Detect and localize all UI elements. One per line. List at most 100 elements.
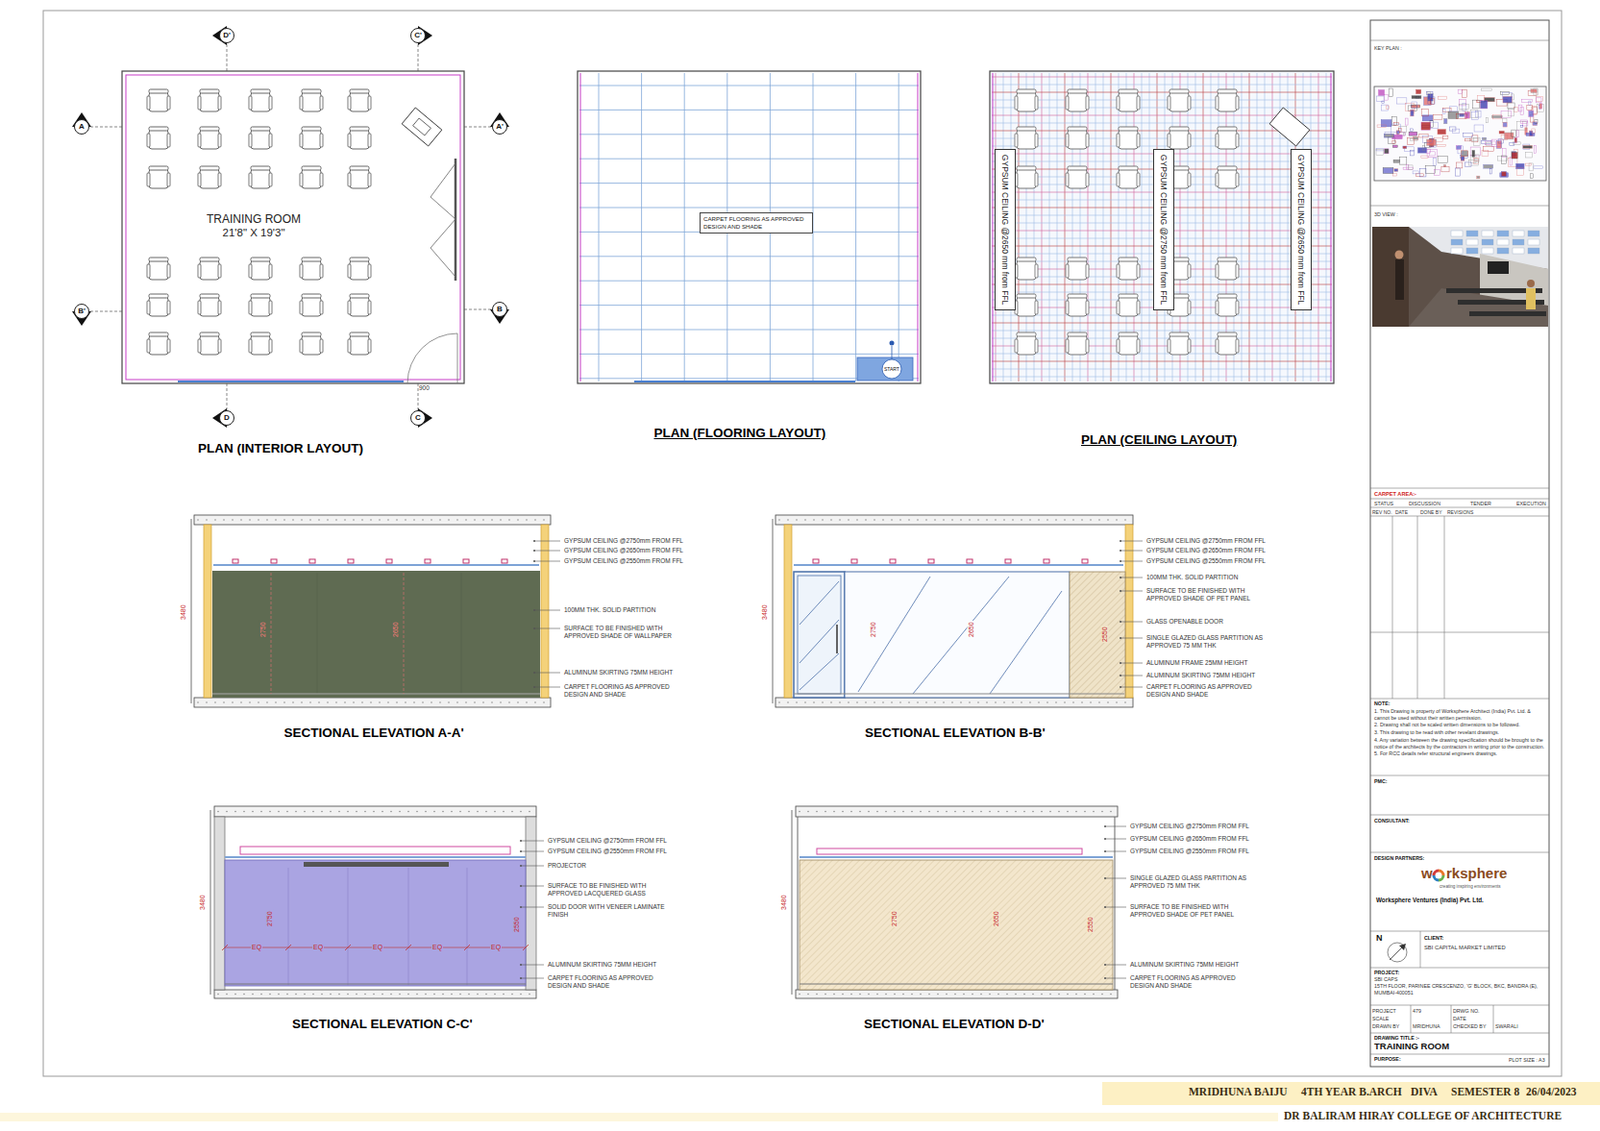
slab-hatch — [361, 701, 363, 703]
chair-back — [349, 126, 370, 131]
section-line — [464, 309, 492, 311]
slab-hatch — [205, 518, 207, 520]
title-block-text: 479 — [1412, 1008, 1422, 1014]
dimension-value: 2750 — [890, 910, 899, 928]
callout-note: 900 — [418, 384, 430, 393]
slab-hatch — [404, 701, 406, 703]
slab-hatch — [867, 993, 869, 995]
slab-hatch — [908, 701, 910, 703]
chair-arm — [1085, 133, 1089, 148]
chair — [197, 257, 222, 280]
key-plan-room — [1501, 172, 1506, 177]
slab — [775, 515, 1133, 525]
chair-seat — [199, 92, 220, 112]
key-plan-room — [1483, 164, 1494, 169]
key-plan-room — [1498, 139, 1503, 144]
slab-hatch — [476, 811, 478, 813]
title-block-heading: NOTE: — [1374, 700, 1390, 707]
chair-arm — [218, 264, 222, 278]
slab-hatch — [346, 811, 348, 813]
title-block-rule — [1370, 205, 1550, 207]
chair-arm — [248, 96, 252, 110]
slab-hatch — [372, 993, 374, 995]
chair — [347, 89, 371, 112]
key-plan-room — [1539, 103, 1543, 109]
title-block-rule — [1370, 775, 1550, 777]
slab-hatch — [439, 518, 441, 520]
key-plan-room — [1502, 93, 1513, 99]
slab-hatch — [807, 993, 809, 995]
title-block-text: STATUS — [1374, 500, 1394, 507]
ceiling-grid — [1249, 73, 1251, 382]
chair-arm — [320, 300, 323, 315]
slab-hatch — [1006, 811, 1008, 813]
key-plan-room — [1410, 104, 1420, 108]
key-plan-room — [1388, 88, 1394, 98]
slab-hatch — [381, 993, 383, 995]
dimension-value: 2650 — [992, 910, 1001, 928]
slab-hatch — [303, 811, 305, 813]
ceiling-light — [851, 559, 858, 564]
chair — [299, 294, 323, 317]
slab-hatch — [378, 518, 380, 520]
slab-hatch — [1023, 993, 1025, 995]
key-plan-room — [1409, 150, 1414, 156]
slab-hatch — [277, 811, 279, 813]
key-plan-room — [1455, 113, 1467, 119]
chair-back — [250, 332, 271, 337]
ceiling-grid — [991, 376, 1332, 378]
leader-dot — [1104, 837, 1107, 840]
leader-dot — [1104, 877, 1107, 880]
slab-hatch — [960, 518, 961, 520]
logo-ring — [1432, 869, 1440, 877]
chair-seat — [250, 260, 271, 280]
logo-ring — [1432, 875, 1440, 883]
slab-hatch — [1063, 518, 1065, 520]
key-plan-room — [1533, 166, 1544, 169]
title-block-rule — [1392, 516, 1394, 699]
slab-hatch — [890, 518, 892, 520]
title-block-text: DRWG NO. — [1452, 1008, 1480, 1014]
room-area: TRAINING ROOM21'8" X 19'3" — [122, 71, 465, 384]
slab-hatch — [899, 518, 901, 520]
chair-seat — [349, 260, 370, 280]
chair-back — [1217, 89, 1237, 94]
slab-hatch — [841, 811, 843, 813]
slab-hatch — [1055, 518, 1057, 520]
render-ceiling-panel — [1466, 239, 1478, 246]
slab-hatch — [243, 993, 245, 995]
slab-hatch — [1101, 811, 1103, 813]
carpet-grid — [579, 207, 919, 209]
render-person-head — [1395, 250, 1404, 260]
key-plan-room — [1525, 163, 1531, 166]
slab-hatch — [240, 518, 242, 520]
ceiling-light — [928, 559, 935, 564]
slab-hatch — [919, 993, 921, 995]
chair-arm — [1065, 339, 1069, 353]
key-plan-room — [1410, 109, 1414, 117]
chair-seat — [1118, 92, 1138, 112]
chair — [1065, 294, 1089, 317]
render-ceiling-panel — [1512, 230, 1525, 237]
slab-hatch — [1075, 811, 1077, 813]
carpet-grid — [684, 73, 686, 382]
slab — [214, 806, 537, 817]
view-3d-render — [1372, 226, 1549, 327]
carpet-grid — [579, 280, 919, 282]
eq-tick — [221, 944, 228, 951]
dimension-line — [191, 518, 193, 704]
chair-seat — [1118, 169, 1138, 189]
chair-arm — [368, 96, 371, 110]
chair-arm — [1187, 300, 1191, 315]
floor-wall — [917, 73, 919, 382]
title-block-rule — [1370, 488, 1550, 490]
slab-hatch — [413, 701, 415, 703]
section-marker: C — [410, 410, 426, 426]
chair — [1167, 126, 1191, 149]
key-plan-room — [1474, 154, 1479, 163]
chair-arm — [1235, 300, 1239, 315]
chair-arm — [1215, 264, 1219, 278]
key-plan-room — [1427, 92, 1430, 100]
slab-hatch — [954, 811, 956, 813]
